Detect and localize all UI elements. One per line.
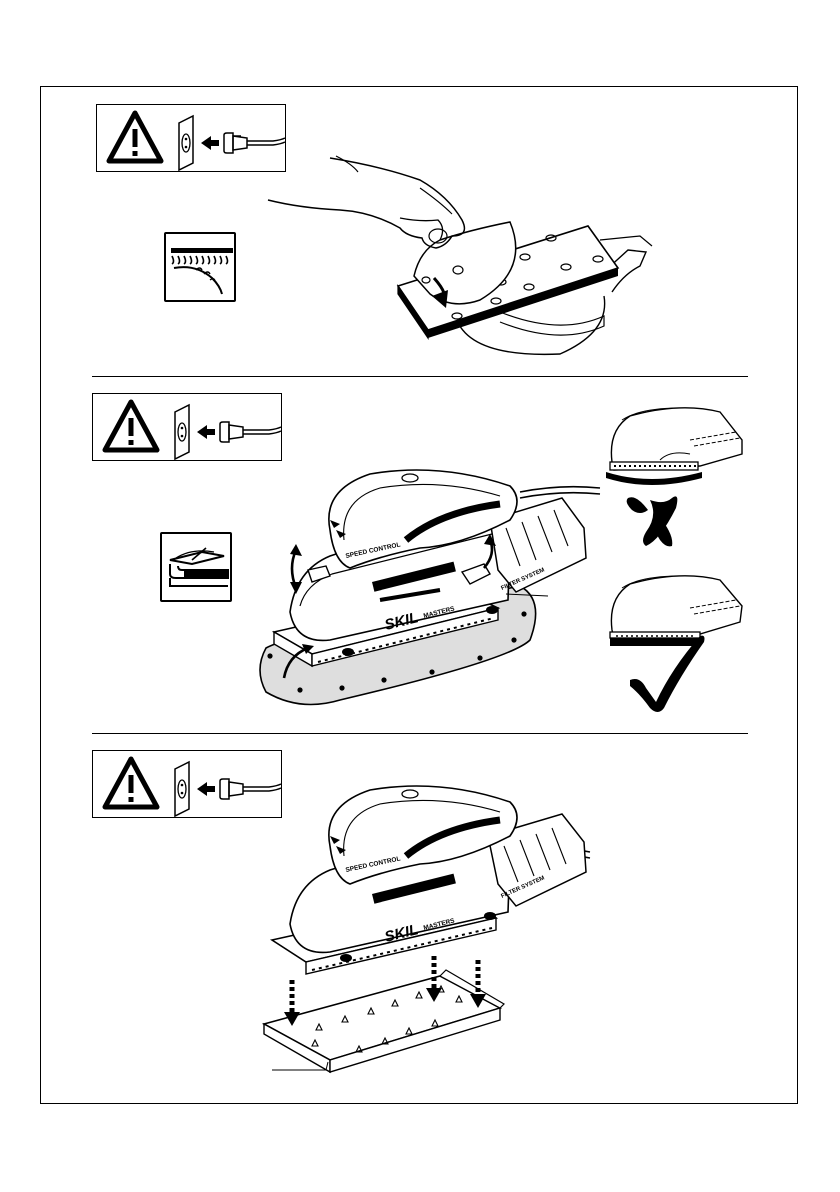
illustration-perforator: SPEED CONTROL SKIL MASTERS FILTER SYSTEM [0, 0, 840, 1192]
